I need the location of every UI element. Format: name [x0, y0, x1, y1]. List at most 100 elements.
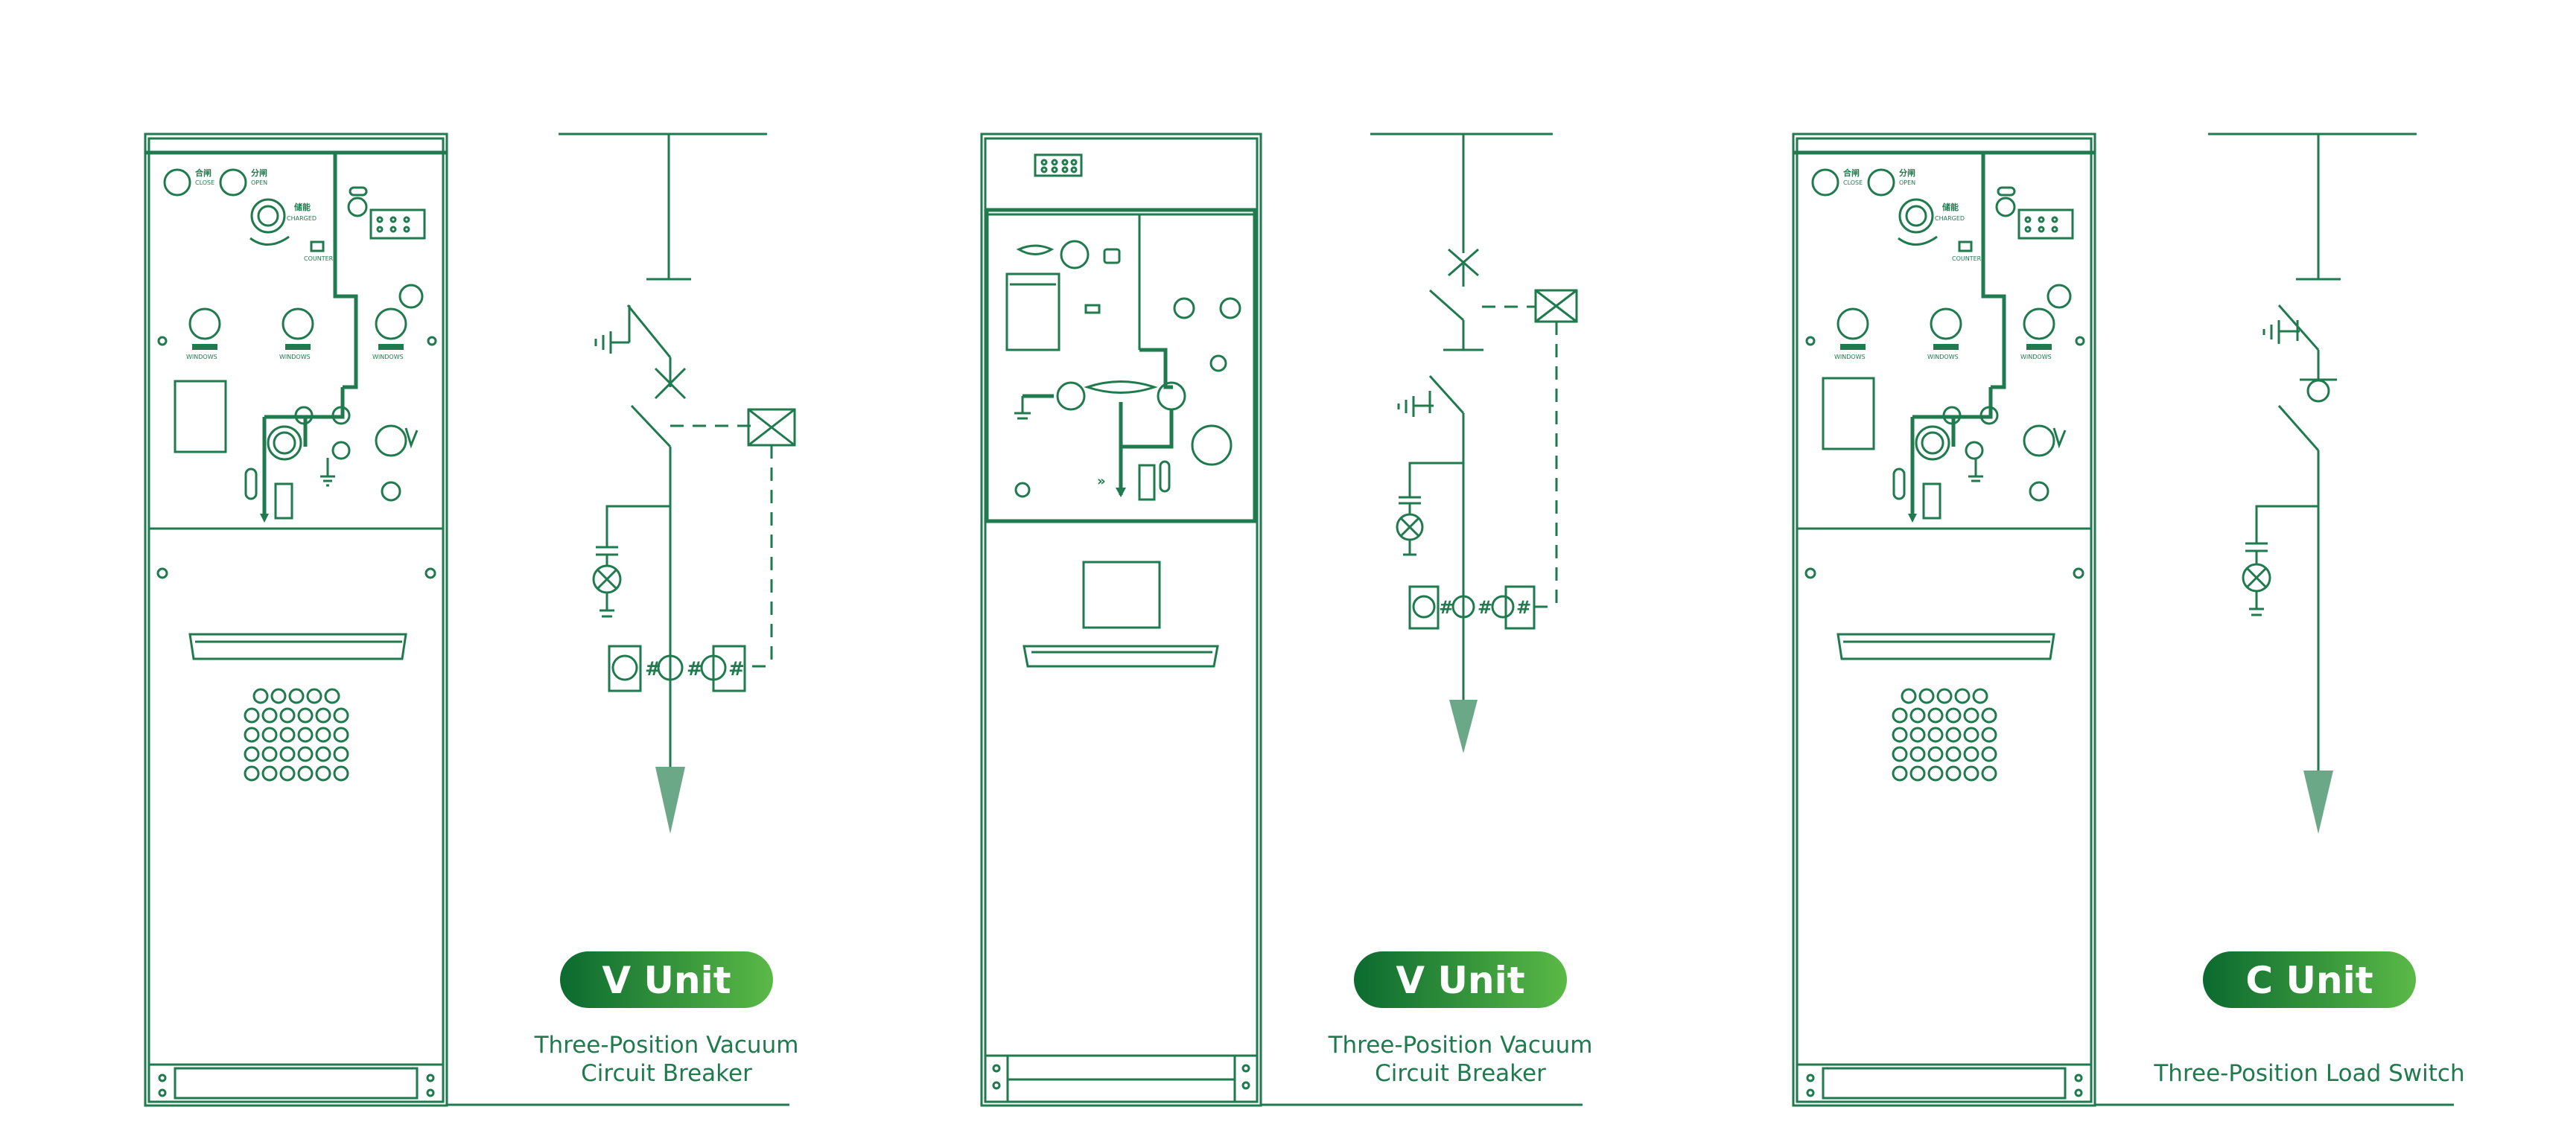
- svg-text:#: #: [1478, 597, 1492, 618]
- svg-text:CHARGED: CHARGED: [1935, 215, 1965, 222]
- schematic-3: [2208, 133, 2417, 834]
- vent-hole: [1936, 688, 1953, 704]
- vent-hole: [297, 707, 314, 724]
- unit-badge-2: V Unit: [1354, 951, 1567, 1008]
- vent-hole: [1909, 707, 1926, 724]
- vent-hole: [1927, 746, 1944, 762]
- svg-text:WINDOWS: WINDOWS: [2020, 354, 2052, 360]
- svg-text:#: #: [645, 658, 661, 680]
- svg-text:WINDOWS: WINDOWS: [186, 354, 217, 360]
- svg-text:合闸: 合闸: [1843, 168, 1860, 178]
- svg-text:COUNTER: COUNTER: [304, 255, 334, 262]
- window-indicator-icon: [188, 307, 221, 340]
- svg-text:WINDOWS: WINDOWS: [279, 354, 311, 360]
- unit-caption-2-line2: Circuit Breaker: [1375, 1060, 1546, 1087]
- vent-hole: [1918, 688, 1935, 704]
- vent-hole: [1909, 765, 1926, 782]
- vent-hole: [1909, 727, 1926, 743]
- vent-hole: [1927, 765, 1944, 782]
- vent-hole: [288, 688, 305, 704]
- unit-caption-1-line1: Three-Position Vacuum: [534, 1032, 799, 1059]
- cabinet-3: 合闸 CLOSE 分闸 OPEN 储能 CHARGED COUNTER WIND…: [1792, 133, 2096, 1107]
- vent-hole: [333, 746, 349, 762]
- vent-hole: [1945, 727, 1962, 743]
- svg-text:储能: 储能: [1942, 202, 1959, 212]
- vent-hole: [279, 727, 296, 743]
- svg-text:COUNTER: COUNTER: [1952, 255, 1982, 262]
- vent-hole: [1892, 746, 1908, 762]
- svg-text:WINDOWS: WINDOWS: [372, 354, 404, 360]
- vent-hole: [1963, 707, 1979, 724]
- vent-hole: [261, 727, 278, 743]
- schematic-1: # # #: [559, 133, 796, 834]
- svg-text:WINDOWS: WINDOWS: [1834, 354, 1866, 360]
- open-button-icon: [219, 168, 247, 197]
- svg-text:分闸: 分闸: [1899, 168, 1915, 178]
- svg-text:C Unit: C Unit: [2245, 959, 2373, 1002]
- unit-caption-3-line2: Three-Position Load Switch: [2153, 1060, 2464, 1087]
- svg-text:V Unit: V Unit: [1396, 959, 1524, 1002]
- vent-hole: [252, 688, 269, 704]
- vent-hole: [270, 688, 287, 704]
- svg-text:CHARGED: CHARGED: [287, 215, 317, 222]
- vent-hole: [1981, 707, 1997, 724]
- vent-hole: [1892, 707, 1908, 724]
- svg-text:#: #: [1516, 597, 1531, 618]
- vent-hole: [261, 765, 278, 782]
- charge-indicator-icon: [250, 198, 286, 234]
- vent-hole: [1963, 765, 1979, 782]
- vent-hole: [315, 765, 331, 782]
- cabinet-1: 合闸 CLOSE 分闸 OPEN 储能 CHARGED COUNTER WIND…: [144, 133, 448, 1107]
- vent-grid-1: [244, 688, 349, 782]
- vent-hole: [279, 707, 296, 724]
- svg-text:V Unit: V Unit: [602, 959, 731, 1002]
- vent-hole: [315, 727, 331, 743]
- vent-hole: [1945, 765, 1962, 782]
- vent-hole: [1972, 688, 1988, 704]
- vent-hole: [315, 746, 331, 762]
- svg-text:CLOSE: CLOSE: [1843, 179, 1863, 186]
- vent-hole: [1927, 707, 1944, 724]
- vent-hole: [244, 746, 260, 762]
- svg-text:CLOSE: CLOSE: [195, 179, 214, 186]
- vent-hole: [1892, 765, 1908, 782]
- vent-hole: [279, 746, 296, 762]
- svg-text:分闸: 分闸: [251, 168, 267, 178]
- svg-text:»: »: [1097, 473, 1106, 489]
- vent-hole: [1909, 746, 1926, 762]
- vent-hole: [1945, 746, 1962, 762]
- vent-hole: [306, 688, 322, 704]
- vent-hole: [244, 765, 260, 782]
- vent-hole: [1927, 727, 1944, 743]
- vent-grid-3: [1892, 688, 1997, 782]
- vent-hole: [297, 746, 314, 762]
- unit-badge-3: C Unit: [2203, 951, 2416, 1008]
- unit-caption-2-line1: Three-Position Vacuum: [1328, 1032, 1593, 1059]
- unit-caption-1-line2: Circuit Breaker: [581, 1060, 752, 1087]
- svg-text:合闸: 合闸: [195, 168, 212, 178]
- vent-hole: [324, 688, 340, 704]
- svg-text:#: #: [687, 658, 703, 680]
- svg-text:#: #: [728, 658, 745, 680]
- vent-hole: [1892, 727, 1908, 743]
- vent-hole: [1963, 727, 1979, 743]
- vent-hole: [1945, 707, 1962, 724]
- vent-hole: [261, 707, 278, 724]
- vent-hole: [297, 765, 314, 782]
- vent-hole: [1963, 746, 1979, 762]
- svg-text:#: #: [1439, 597, 1454, 618]
- vent-hole: [244, 707, 260, 724]
- schematic-2: # # #: [1370, 133, 1578, 753]
- vent-hole: [279, 765, 296, 782]
- svg-text:储能: 储能: [294, 202, 311, 212]
- vent-hole: [1901, 688, 1917, 704]
- vent-hole: [261, 746, 278, 762]
- vent-hole: [333, 707, 349, 724]
- vent-hole: [244, 727, 260, 743]
- vent-hole: [1981, 765, 1997, 782]
- vent-hole: [297, 727, 314, 743]
- unit-badge-1: V Unit: [560, 951, 773, 1008]
- close-button-icon: [163, 168, 191, 197]
- svg-text:WINDOWS: WINDOWS: [1927, 354, 1959, 360]
